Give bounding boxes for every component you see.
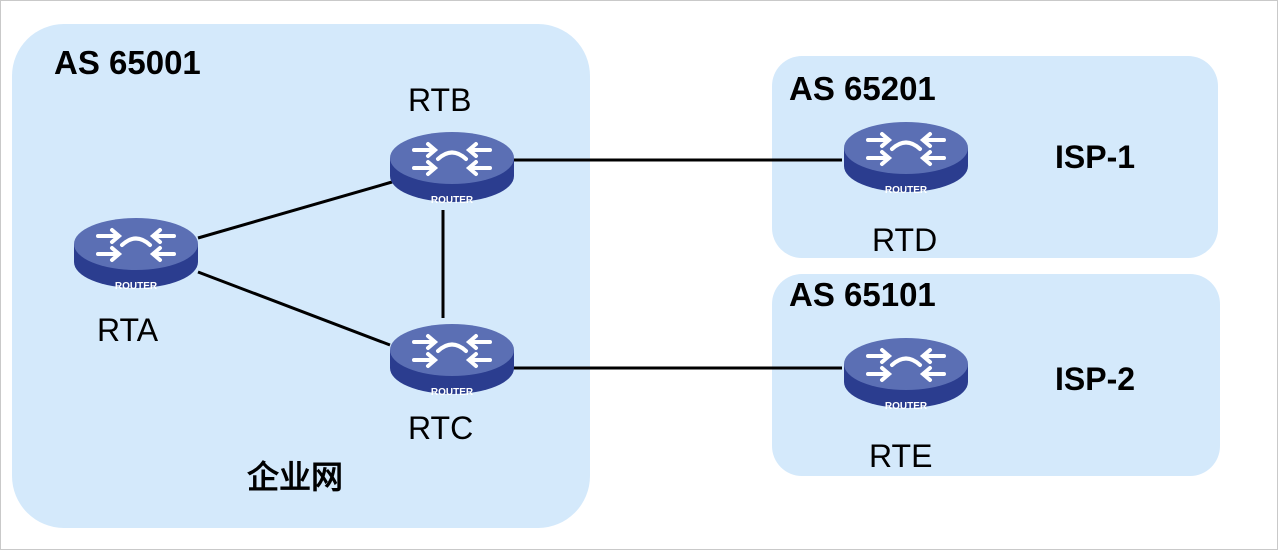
router-icon: ROUTER: [390, 324, 514, 398]
link-rta-rtb: [197, 180, 393, 240]
router-rtc[interactable]: ROUTER: [388, 316, 516, 404]
router-icon: ROUTER: [844, 338, 968, 412]
router-rte[interactable]: ROUTER: [842, 330, 970, 418]
router-badge-rte: ROUTER: [885, 401, 928, 412]
as-65201-label: AS 65201: [789, 70, 936, 107]
router-name-rte: RTE: [869, 438, 933, 474]
router-badge-rtc: ROUTER: [431, 387, 474, 398]
router-name-rtb: RTB: [408, 82, 472, 118]
router-icon: ROUTER: [390, 132, 514, 206]
router-icon: ROUTER: [74, 218, 198, 292]
router-rtd[interactable]: ROUTER: [842, 114, 970, 202]
link-rta-rtc: [197, 270, 391, 347]
router-badge-rtb: ROUTER: [431, 195, 474, 206]
router-name-rta: RTA: [97, 312, 159, 348]
as-65101-label: AS 65101: [789, 276, 936, 313]
router-name-rtc: RTC: [408, 410, 474, 446]
router-icon: ROUTER: [844, 122, 968, 196]
router-badge-rtd: ROUTER: [885, 185, 928, 196]
as-65001-label: AS 65001: [54, 44, 201, 81]
router-rtb[interactable]: ROUTER: [388, 124, 516, 212]
router-rta[interactable]: ROUTER: [72, 210, 200, 298]
router-badge-rta: ROUTER: [115, 281, 158, 292]
isp-2-label: ISP-2: [1055, 361, 1136, 397]
enterprise-network-label: 企业网: [247, 458, 344, 496]
router-name-rtd: RTD: [872, 222, 938, 258]
isp-1-label: ISP-1: [1055, 139, 1136, 175]
